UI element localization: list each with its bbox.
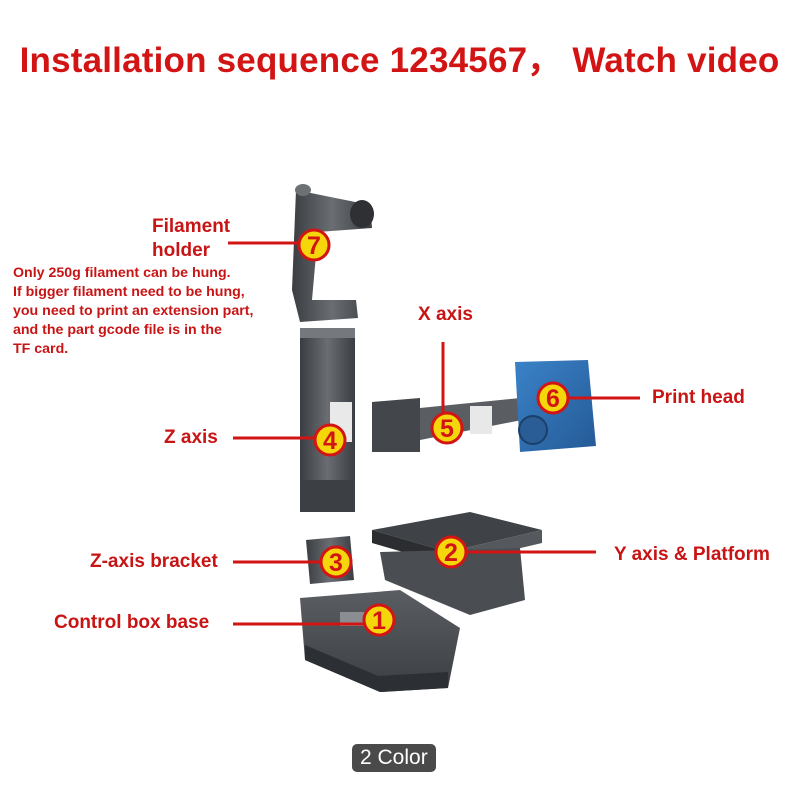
y-axis-platform-label: Y axis & Platform	[614, 544, 770, 565]
z-axis-label: Z axis	[164, 427, 218, 448]
step-4-marker: 4	[313, 423, 347, 457]
step-5-number: 5	[440, 415, 454, 443]
step-6-number: 6	[546, 385, 560, 413]
control-box-base-label: Control box base	[54, 612, 210, 633]
control-box-base-part	[300, 590, 460, 692]
step-1-marker: 1	[362, 603, 396, 637]
step-1-number: 1	[372, 607, 386, 635]
filament-holder-label-line1: Filament	[152, 216, 231, 237]
z-axis-bracket-label: Z-axis bracket	[90, 551, 218, 572]
filament-note: Only 250g filament can be hung. If bigge…	[13, 264, 313, 359]
step-2-marker: 2	[434, 535, 468, 569]
step-5-marker: 5	[430, 411, 464, 445]
note-line: and the part gcode file is in the	[13, 322, 222, 338]
page-title: Installation sequence 1234567， Watch vid…	[19, 41, 780, 80]
y-axis-platform-part	[372, 512, 542, 615]
filament-holder-part	[292, 184, 374, 322]
step-7-marker: 7	[297, 228, 331, 262]
print-head-label: Print head	[652, 387, 745, 408]
step-6-marker: 6	[536, 381, 570, 415]
step-4-number: 4	[323, 427, 337, 455]
step-2-number: 2	[444, 539, 458, 567]
step-3-number: 3	[329, 549, 343, 577]
note-line: TF card.	[13, 341, 69, 357]
step-3-marker: 3	[319, 545, 353, 579]
step-7-number: 7	[307, 232, 321, 260]
note-line: Only 250g filament can be hung.	[13, 265, 231, 281]
note-line: you need to print an extension part,	[13, 303, 254, 319]
z-axis-part	[300, 328, 355, 512]
filament-holder-label-line2: holder	[152, 240, 211, 261]
color-variant-badge: 2 Color	[352, 744, 436, 772]
x-axis-label: X axis	[418, 304, 473, 325]
note-line: If bigger filament need to be hung,	[13, 284, 245, 300]
